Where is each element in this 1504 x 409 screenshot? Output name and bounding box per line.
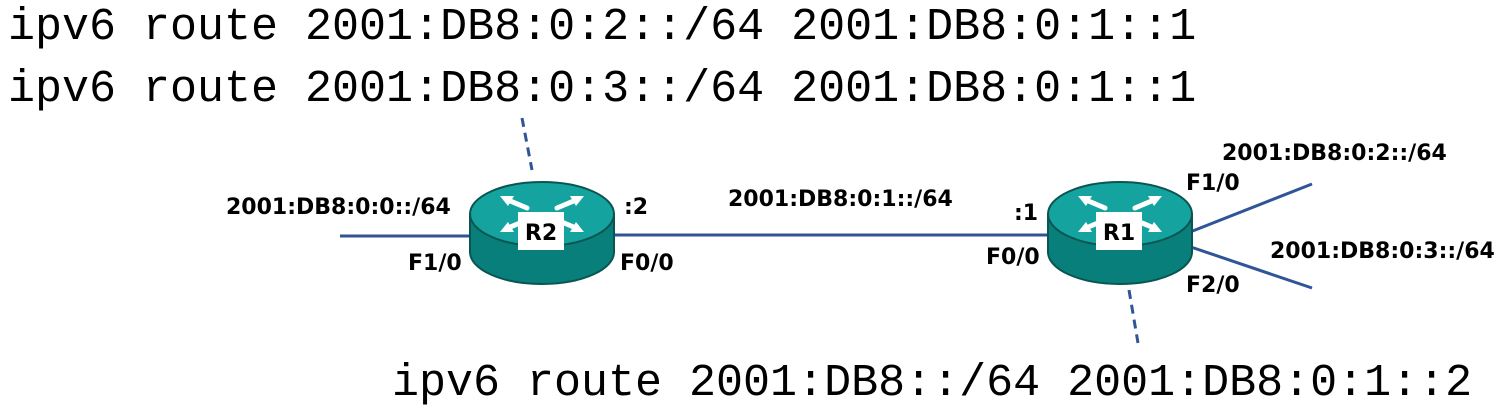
- r2-lan-interface-label: F1/0: [408, 251, 462, 276]
- r2-wan-interface-label: F0/0: [620, 251, 674, 276]
- router-r2-name: R2: [525, 221, 557, 246]
- r1-static-route: ipv6 route 2001:DB8::/64 2001:DB8:0:1::2: [392, 358, 1472, 409]
- r2-callout-dashed-line: [520, 117, 534, 171]
- r1-lan1-interface-label: F1/0: [1186, 171, 1240, 196]
- router-r1-name: R1: [1103, 221, 1135, 246]
- r2-wan-host-label: :2: [624, 195, 648, 220]
- r1-lan1-link: [1184, 182, 1313, 236]
- r1-lan2-network-label: 2001:DB8:0:3::/64: [1270, 239, 1495, 264]
- r1-wan-host-label: :1: [1014, 201, 1038, 226]
- r2-lan-network-label: 2001:DB8:0:0::/64: [226, 195, 451, 220]
- r2-static-route-1: ipv6 route 2001:DB8:0:2::/64 2001:DB8:0:…: [8, 2, 1196, 53]
- router-r2-icon: R2: [469, 181, 615, 285]
- r1-callout-dashed-line: [1127, 289, 1140, 344]
- router-r1-icon: R1: [1047, 181, 1193, 285]
- wan-network-label: 2001:DB8:0:1::/64: [728, 187, 953, 212]
- r2-static-route-2: ipv6 route 2001:DB8:0:3::/64 2001:DB8:0:…: [8, 64, 1196, 115]
- r1-lan2-link: [1184, 243, 1313, 290]
- r1-wan-interface-label: F0/0: [986, 245, 1040, 270]
- r1-lan2-interface-label: F2/0: [1186, 273, 1240, 298]
- r1-lan1-network-label: 2001:DB8:0:2::/64: [1222, 141, 1447, 166]
